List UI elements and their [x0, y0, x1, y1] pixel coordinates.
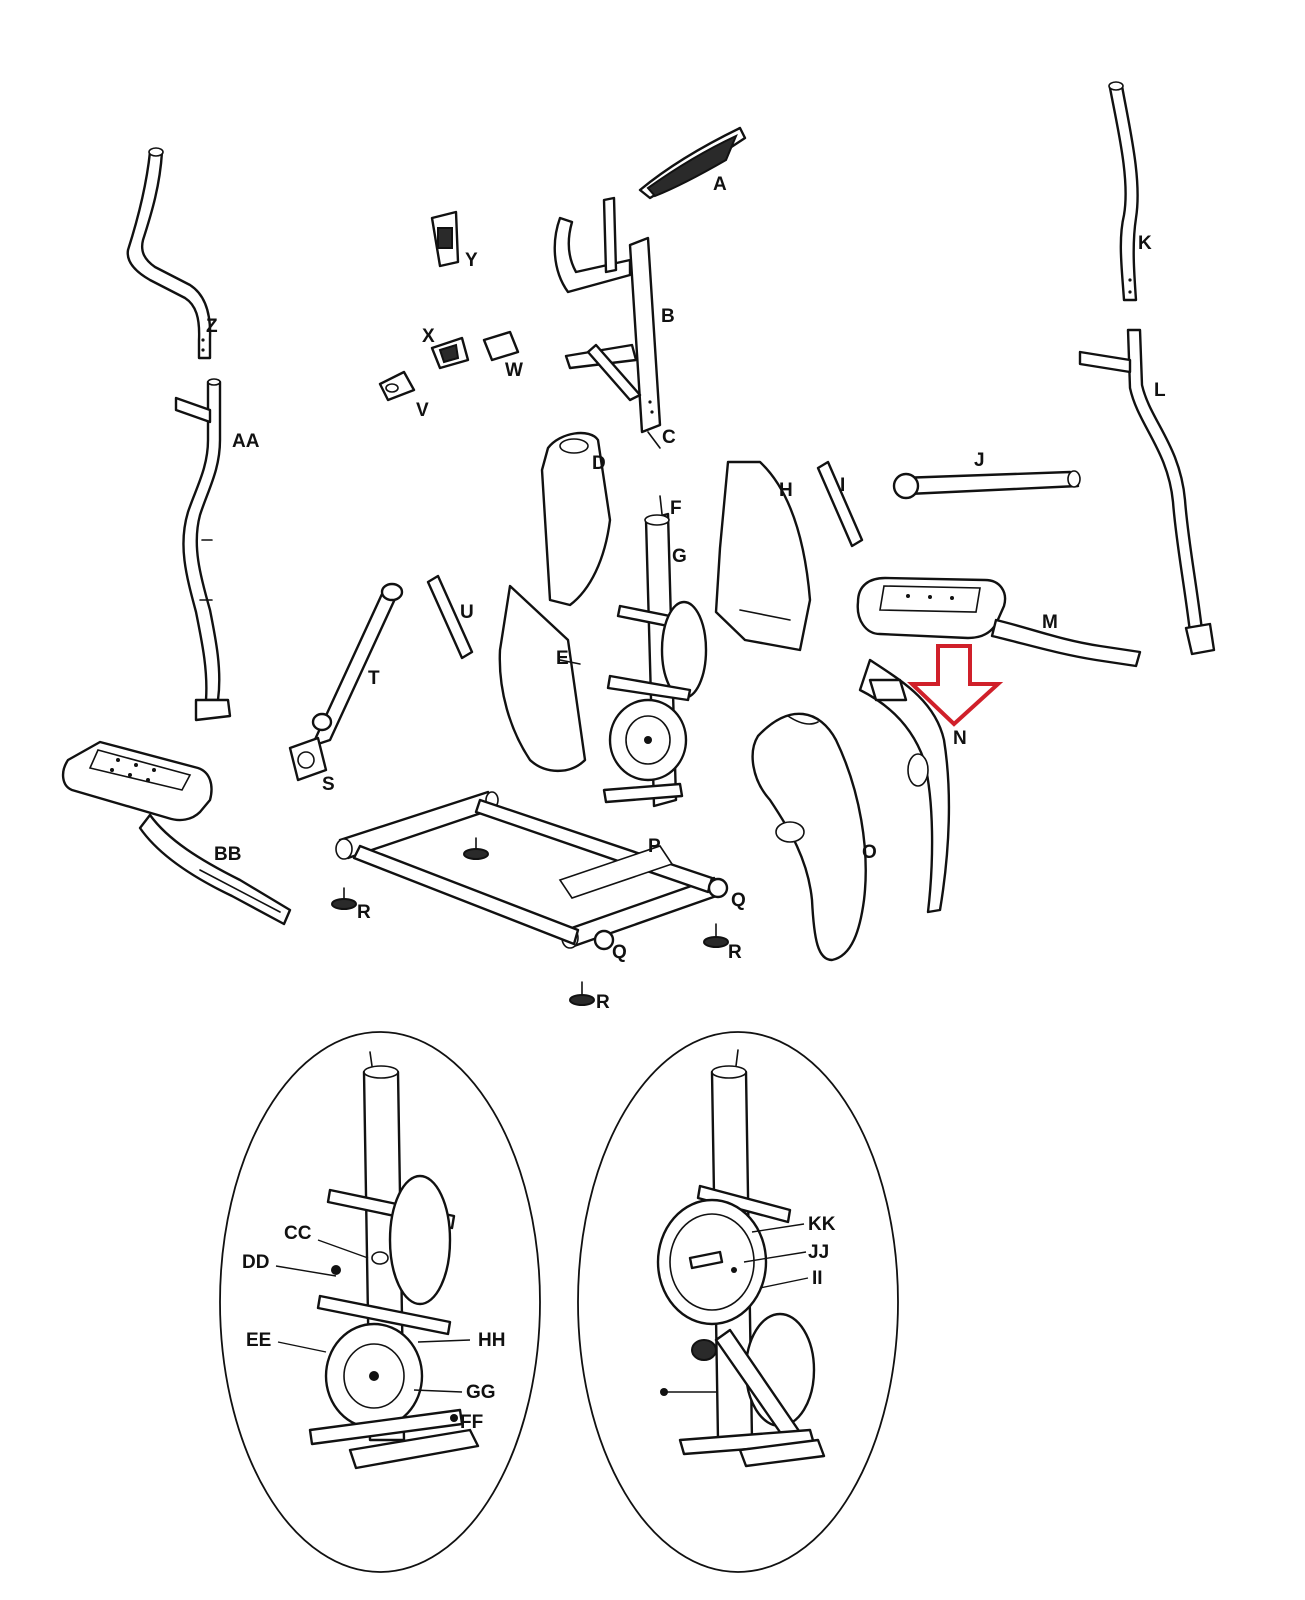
part-r-leveler-center: [463, 837, 489, 860]
label-k: K: [1138, 233, 1152, 254]
label-c: C: [662, 427, 676, 448]
label-a: A: [713, 174, 727, 195]
part-e-cover: [498, 584, 587, 772]
part-i-link: [816, 460, 864, 548]
label-p: P: [648, 836, 661, 857]
leader-hh: [417, 1339, 471, 1343]
label-w: W: [505, 360, 523, 381]
label-ii: II: [812, 1268, 823, 1289]
label-hh: HH: [478, 1330, 505, 1351]
label-g: G: [672, 546, 687, 567]
label-bb: BB: [214, 844, 241, 865]
label-u: U: [460, 602, 474, 623]
detail-view-right: [577, 1031, 899, 1573]
leader-cc: [317, 1239, 369, 1259]
label-ee: EE: [246, 1330, 271, 1351]
label-r-left: R: [357, 902, 371, 923]
leader-jj: [743, 1251, 807, 1263]
detail-view-left: [219, 1031, 541, 1573]
part-z-left-handlebar-upper: [126, 147, 212, 360]
part-q-wheel-bottom: [593, 929, 615, 951]
part-p-base-frame: [335, 790, 724, 949]
label-r-bottom: R: [596, 992, 610, 1013]
label-m: M: [1042, 612, 1058, 633]
part-aa-left-handlebar-lower: [174, 378, 232, 722]
label-d: D: [592, 453, 606, 474]
label-h: H: [779, 480, 793, 501]
label-i: I: [840, 475, 845, 496]
label-ff: FF: [460, 1412, 483, 1433]
leader-ii: [759, 1277, 809, 1289]
label-cc: CC: [284, 1223, 312, 1244]
highlight-arrow-down: [907, 644, 1004, 727]
part-n-side-cover: [858, 658, 951, 914]
label-x: X: [422, 326, 435, 347]
label-y: Y: [465, 250, 478, 271]
label-q-right: Q: [731, 890, 746, 911]
part-v-cap: [378, 370, 416, 402]
label-q-bottom: Q: [612, 942, 627, 963]
label-jj: JJ: [808, 1242, 829, 1263]
leader-kk: [751, 1223, 805, 1233]
label-n: N: [953, 728, 967, 749]
part-r-leveler-bottom: [569, 981, 595, 1006]
leader-gg: [413, 1389, 463, 1393]
part-x-cap: [430, 336, 470, 370]
part-m-right-pedal: [856, 576, 1142, 668]
label-s: S: [322, 774, 335, 795]
part-u-link: [426, 574, 474, 660]
part-c-bolt: [647, 431, 661, 449]
part-bb-left-pedal: [61, 740, 292, 926]
label-o: O: [862, 842, 877, 863]
label-aa: AA: [232, 431, 260, 452]
part-r-leveler-right: [703, 923, 729, 948]
label-dd: DD: [242, 1252, 269, 1273]
label-gg: GG: [466, 1382, 496, 1403]
part-a-console: [638, 126, 747, 200]
label-v: V: [416, 400, 429, 421]
part-q-wheel-right: [707, 877, 729, 899]
part-g-drive-assembly: [602, 512, 708, 808]
leader-dd: [275, 1265, 337, 1277]
part-b-upright-mast: [553, 196, 662, 434]
part-l-right-handlebar-lower: [1078, 328, 1216, 656]
part-s-pivot: [288, 736, 328, 782]
label-t: T: [368, 668, 380, 689]
part-o-front-cover: [751, 712, 867, 962]
part-w-cap: [482, 330, 520, 362]
part-t-rocker-arm: [310, 582, 404, 748]
part-y-bracket: [430, 210, 460, 268]
part-h-cover: [714, 460, 812, 652]
part-j-arm: [892, 470, 1081, 500]
label-kk: KK: [808, 1214, 836, 1235]
part-r-leveler-left: [331, 887, 357, 910]
part-f-bolt: [659, 495, 663, 515]
label-l: L: [1154, 380, 1166, 401]
label-r-right: R: [728, 942, 742, 963]
part-k-right-handlebar-upper: [1108, 81, 1139, 302]
label-j: J: [974, 450, 985, 471]
part-d-cover: [540, 431, 612, 607]
leader-ee: [277, 1341, 327, 1353]
label-z: Z: [206, 316, 218, 337]
label-b: B: [661, 306, 675, 327]
label-e: E: [556, 648, 569, 669]
label-f: F: [670, 498, 682, 519]
